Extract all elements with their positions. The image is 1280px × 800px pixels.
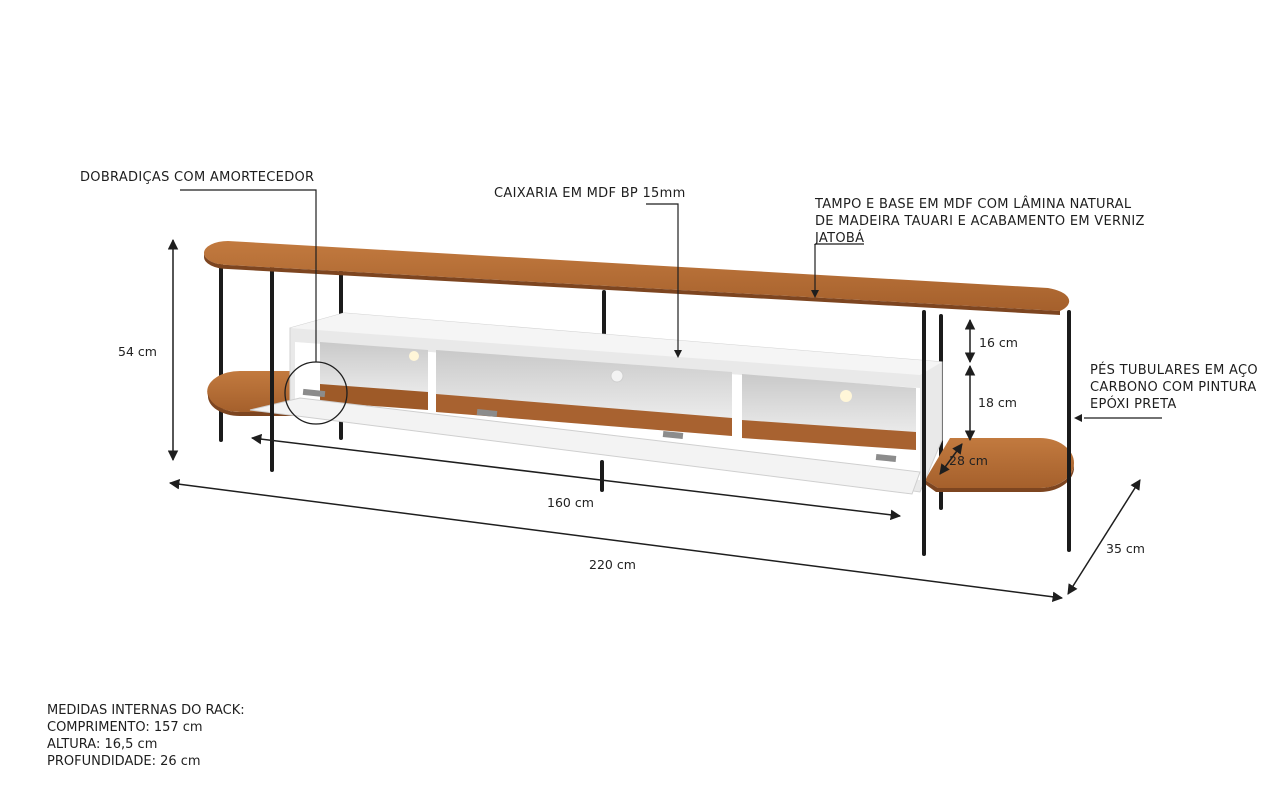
top-shelf bbox=[204, 241, 1070, 315]
casing-callout: CAIXARIA EM MDF BP 15mm bbox=[494, 186, 686, 201]
dimension-lines bbox=[167, 238, 1141, 602]
leader-lines bbox=[180, 189, 1162, 419]
cabinet-width-dimension-label: 160 cm bbox=[547, 495, 594, 510]
feet-callout-line1: PÉS TUBULARES EM AÇO bbox=[1090, 363, 1258, 378]
niche-lower-dimension-label: 18 cm bbox=[978, 395, 1017, 410]
height-dimension-label: 54 cm bbox=[118, 344, 157, 359]
internal-measures: MEDIDAS INTERNAS DO RACK: COMPRIMENTO: 1… bbox=[47, 702, 245, 770]
top-material-callout-line1: TAMPO E BASE EM MDF COM LÂMINA NATURAL bbox=[815, 197, 1132, 212]
internal-height: ALTURA: 16,5 cm bbox=[47, 737, 158, 752]
total-width-dimension-label: 220 cm bbox=[589, 557, 636, 572]
niche-depth-dimension-label: 28 cm bbox=[949, 453, 988, 468]
top-material-callout-line3: JATOBÁ bbox=[815, 231, 865, 246]
feet-callout-line2: CARBONO COM PINTURA bbox=[1090, 380, 1257, 395]
total-depth-dimension-label: 35 cm bbox=[1106, 541, 1145, 556]
top-material-callout-line2: DE MADEIRA TAUARI E ACABAMENTO EM VERNIZ bbox=[815, 214, 1145, 229]
cabinet-body bbox=[249, 312, 943, 495]
internal-length: COMPRIMENTO: 157 cm bbox=[47, 720, 203, 735]
feet-callout-line3: EPÓXI PRETA bbox=[1090, 397, 1177, 412]
internal-measures-title: MEDIDAS INTERNAS DO RACK: bbox=[47, 703, 245, 718]
niche-upper-dimension-label: 16 cm bbox=[979, 335, 1018, 350]
internal-depth: PROFUNDIDADE: 26 cm bbox=[47, 754, 201, 769]
leader-arrows bbox=[674, 290, 1082, 422]
hinges-callout: DOBRADIÇAS COM AMORTECEDOR bbox=[80, 170, 315, 185]
